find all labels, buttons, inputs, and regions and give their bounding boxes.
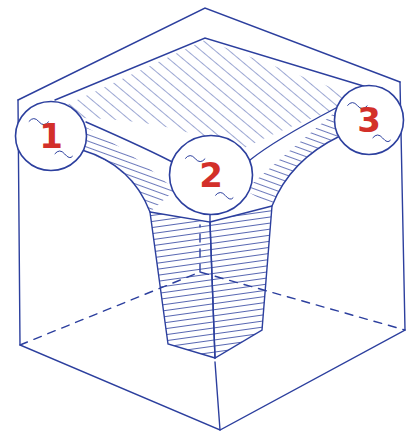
callout-circle: 3 — [333, 84, 405, 156]
callout-number: 1 — [39, 119, 63, 153]
column-front — [150, 212, 215, 358]
column-side — [210, 206, 272, 358]
volute-shading — [80, 125, 175, 212]
callout-circle: 1 — [14, 100, 88, 172]
callout-number: 3 — [357, 103, 381, 137]
callout-number: 2 — [199, 158, 223, 192]
volute-shading — [245, 112, 340, 206]
callout-circle: 2 — [168, 134, 254, 216]
